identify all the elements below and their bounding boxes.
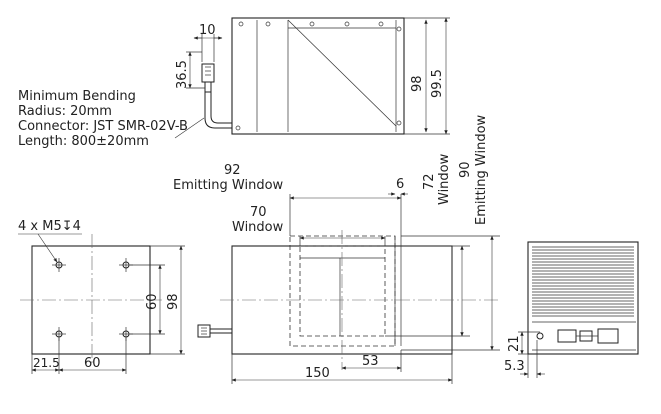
dim-top-height-b: 99.5: [430, 69, 445, 98]
dim-front-53: 53: [362, 354, 379, 369]
dim-left-60h: 60: [84, 356, 101, 371]
heatsink-fins: [532, 246, 634, 317]
dim-front-90-label: Emitting Window: [474, 114, 489, 225]
top-view-body: [231, 17, 405, 135]
left-view: 4 x M5↧4 60 98 21.5 60: [18, 219, 185, 374]
dim-front-6: 6: [396, 177, 404, 192]
top-view: 10 36.5 98 99.5: [175, 17, 450, 135]
note-min-bending: Minimum Bending: [18, 89, 136, 104]
dim-top-offset: 36.5: [175, 60, 190, 89]
right-connector: [536, 328, 619, 344]
dim-left-98: 98: [166, 293, 181, 310]
note-length: Length: 800±20mm: [18, 134, 149, 149]
dim-right-21: 21: [507, 335, 522, 352]
dim-top-height-a: 98: [410, 75, 425, 92]
dim-front-70-label: Window: [232, 220, 284, 235]
cable-connector: [201, 63, 232, 129]
dim-front-90: 90: [458, 161, 473, 178]
cable-note: Minimum Bending Radius: 20mm Connector: …: [18, 89, 205, 149]
dim-front-150: 150: [305, 366, 330, 381]
dim-front-92-label: Emitting Window: [173, 178, 284, 193]
dim-front-72: 72: [422, 173, 437, 190]
note-radius: Radius: 20mm: [18, 104, 112, 119]
dim-right-5-3: 5.3: [504, 359, 525, 374]
dim-front-70: 70: [250, 205, 267, 220]
note-connector: Connector: JST SMR-02V-B: [18, 119, 188, 134]
dim-left-60v: 60: [145, 293, 160, 310]
front-view: 92 Emitting Window 70 Window 6 72 Window…: [173, 114, 500, 384]
dim-left-21-5: 21.5: [33, 356, 60, 370]
front-connector: [197, 324, 232, 338]
note-hole: 4 x M5↧4: [18, 219, 81, 234]
dim-front-72-label: Window: [437, 153, 452, 205]
dim-top-width: 10: [199, 23, 216, 38]
dim-front-92: 92: [224, 163, 241, 178]
right-view: 21 5.3: [504, 241, 639, 378]
